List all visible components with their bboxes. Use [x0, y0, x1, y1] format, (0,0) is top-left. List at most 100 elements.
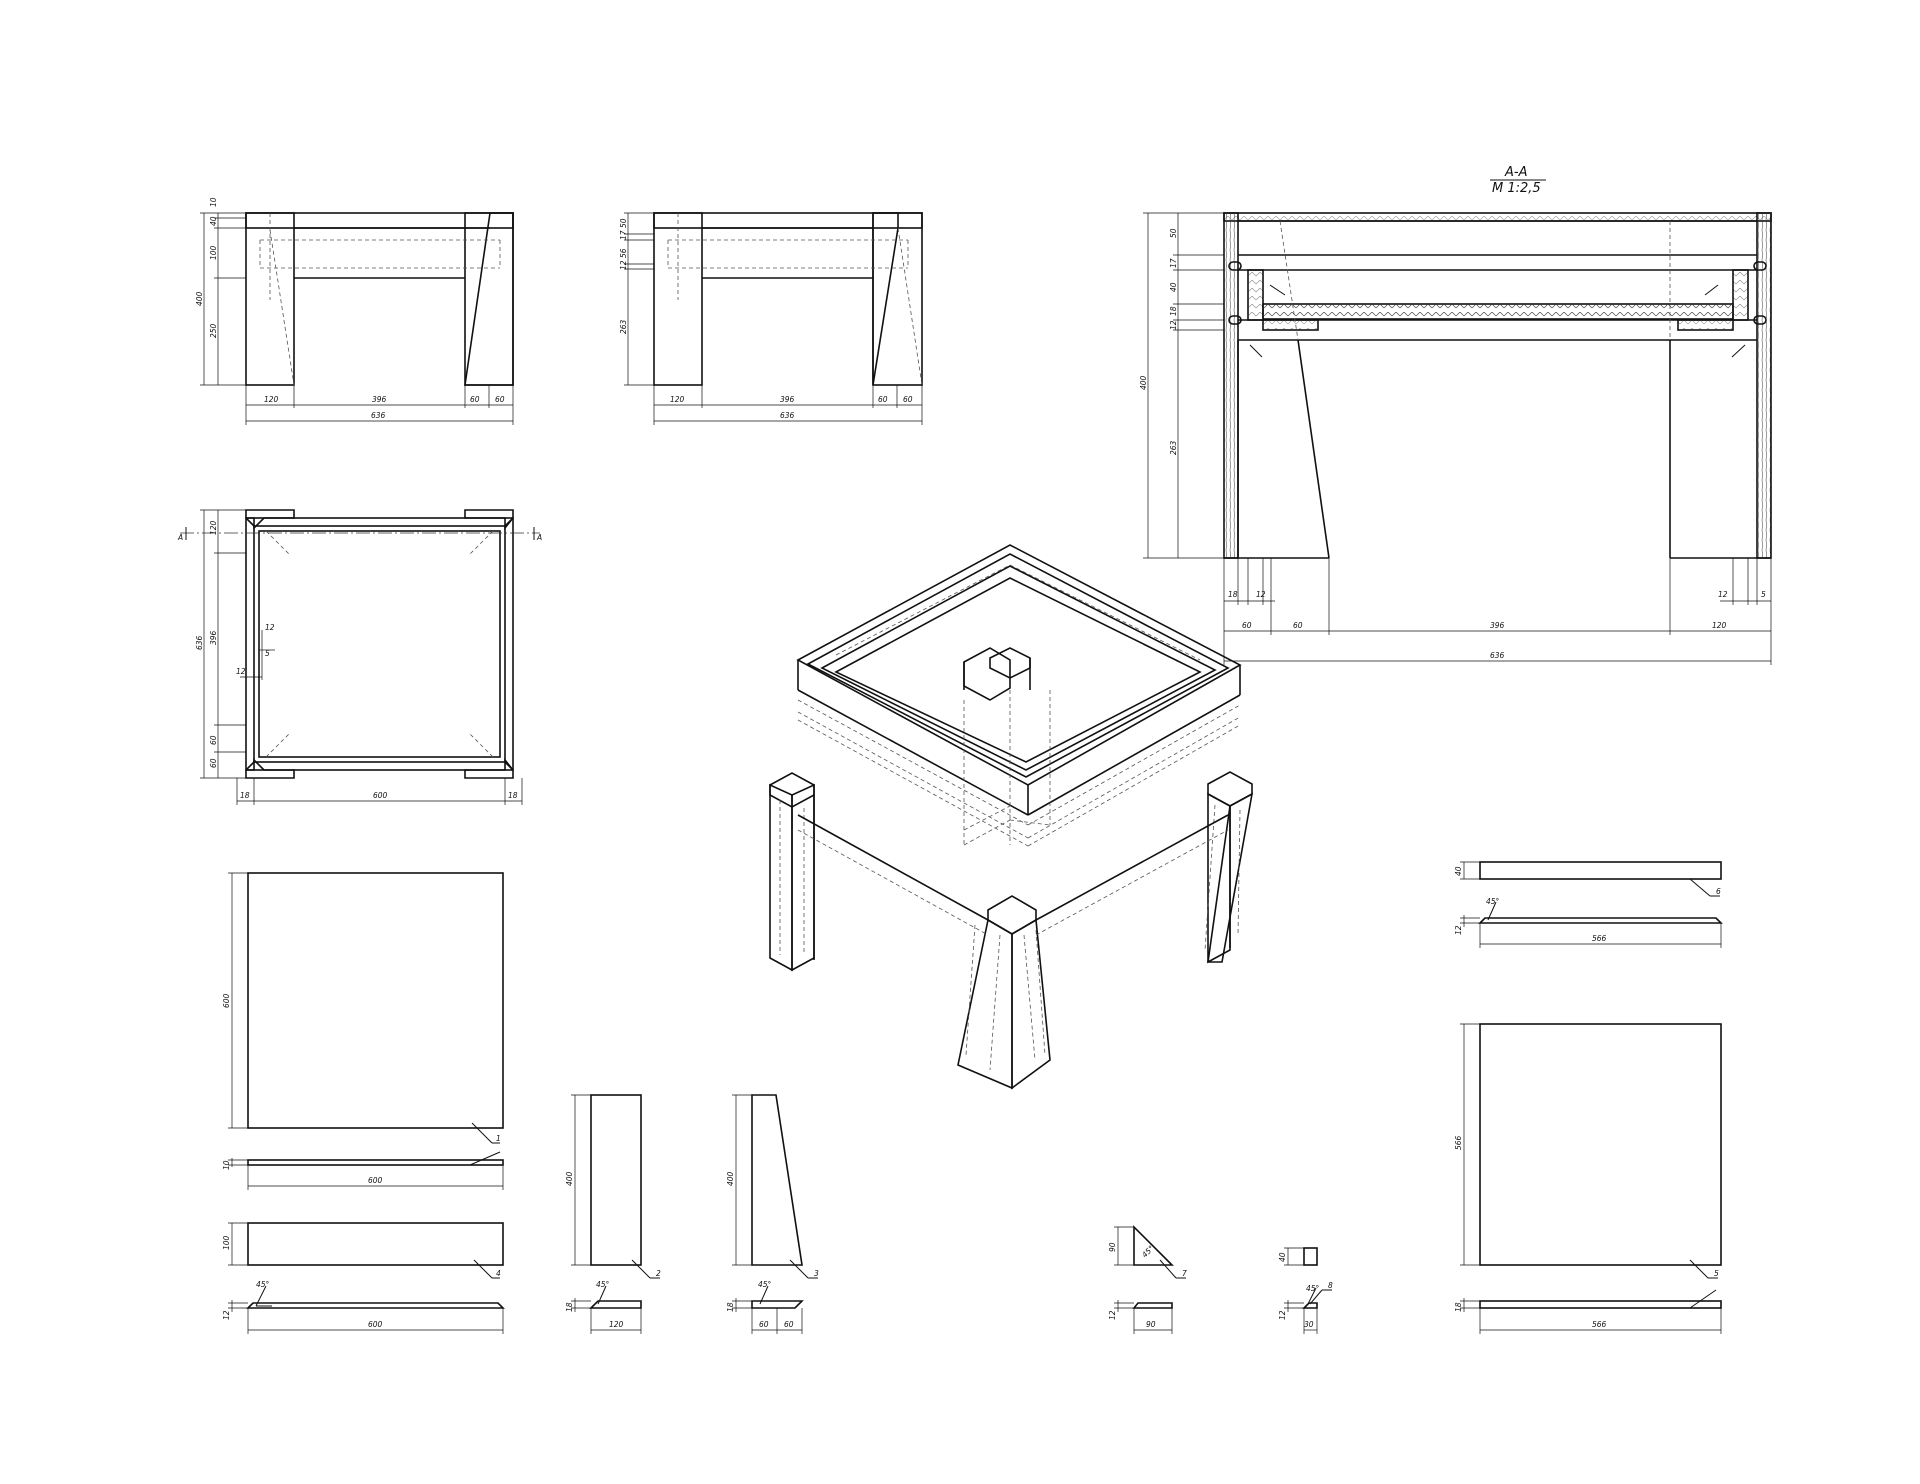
- dim-front2-v2: 17: [619, 230, 628, 240]
- dim-section-s4: 5: [1761, 590, 1766, 599]
- dim-section-v1: 50: [1169, 228, 1178, 238]
- part-4-height: 100: [222, 1235, 231, 1250]
- dim-section-h2: 60: [1293, 621, 1303, 630]
- part-7-thickness: 12: [1108, 1310, 1117, 1320]
- part-4-length: 600: [368, 1320, 383, 1329]
- part-2-callout: 2: [656, 1269, 661, 1278]
- dim-section-v6: 400: [1139, 375, 1148, 390]
- part-1-thickness: 10: [222, 1160, 231, 1170]
- dim-front2-h5: 636: [780, 411, 795, 420]
- part-4-callout: 4: [496, 1269, 501, 1278]
- part-5-height: 566: [1454, 1135, 1463, 1150]
- part-5-length: 566: [1592, 1320, 1607, 1329]
- part-7-height: 90: [1108, 1242, 1117, 1252]
- dim-front1-v4: 400: [195, 291, 204, 306]
- part-8-callout: 8: [1328, 1281, 1333, 1290]
- section-title: А-А: [1504, 165, 1527, 180]
- part-2-thickness: 18: [565, 1302, 574, 1312]
- part-7-corner-block: 7 45° 90 12 90: [1108, 1225, 1187, 1334]
- dim-top-i3: 12: [236, 667, 246, 676]
- dim-section-s3: 12: [1718, 590, 1728, 599]
- dim-section-v4: 18: [1169, 306, 1178, 316]
- dim-section-h5: 636: [1490, 651, 1505, 660]
- part-3-leg-tapered: 3 400 45° 18 60 60: [726, 1094, 819, 1334]
- part-5-thickness: 18: [1454, 1302, 1463, 1312]
- dim-front2-v5: 263: [619, 319, 628, 334]
- section-scale: М 1:2,5: [1492, 181, 1541, 196]
- dim-top-v5: 60: [209, 758, 218, 768]
- dim-top-v1: 120: [209, 520, 218, 535]
- part-4-thickness: 12: [222, 1310, 231, 1320]
- section-view-a-a: А-А М 1:2,5: [1139, 165, 1772, 665]
- part-6-rail: 6 40 45° 12 566: [1454, 861, 1723, 948]
- dim-front2-v4: 12: [619, 260, 628, 270]
- dim-section-s2: 12: [1256, 590, 1266, 599]
- part-5-callout: 5: [1714, 1269, 1719, 1278]
- part-1-callout: 1: [496, 1134, 501, 1143]
- part-3-callout: 3: [814, 1269, 819, 1278]
- dim-top-v3: 396: [209, 630, 218, 645]
- part-8-length: 30: [1304, 1320, 1314, 1329]
- part-1-length: 600: [368, 1176, 383, 1185]
- dim-top-v4: 60: [209, 735, 218, 745]
- part-1-height: 600: [222, 993, 231, 1008]
- dim-section-s1: 18: [1228, 590, 1238, 599]
- dim-front2-h4: 60: [903, 395, 913, 404]
- dim-top-h3: 18: [508, 791, 518, 800]
- section-marker-left: А: [177, 533, 183, 542]
- dim-front1-v1: 10: [209, 197, 218, 207]
- dim-front1-h4: 60: [495, 395, 505, 404]
- part-4-angle: 45°: [256, 1280, 270, 1289]
- part-2-height: 400: [565, 1171, 574, 1186]
- dim-front1-h1: 120: [264, 395, 279, 404]
- part-8-height: 40: [1278, 1252, 1287, 1262]
- part-6-callout: 6: [1716, 887, 1721, 896]
- dim-top-h2: 600: [373, 791, 388, 800]
- dim-top-i1: 12: [265, 623, 275, 632]
- dim-front1-h3: 60: [470, 395, 480, 404]
- part-7-length: 90: [1146, 1320, 1156, 1329]
- part-3-thickness: 18: [726, 1302, 735, 1312]
- part-6-angle: 45°: [1486, 897, 1500, 906]
- isometric-view: [769, 544, 1254, 1090]
- dim-front1-v5: 250: [209, 323, 218, 338]
- dim-section-h4: 120: [1712, 621, 1727, 630]
- dim-front1-h5: 636: [371, 411, 386, 420]
- front-view-2: 50 17 56 12 263 120 396 60 60 636: [619, 212, 923, 425]
- part-8-small-block: 8 40 45° 12 30: [1278, 1247, 1333, 1334]
- part-1-glass-panel: 1 600 10 600: [222, 872, 504, 1190]
- part-2-angle: 45°: [596, 1280, 610, 1289]
- dim-top-h1: 18: [240, 791, 250, 800]
- part-2-length: 120: [609, 1320, 624, 1329]
- top-view: А А 120 636 396 60 60 12 5 12 18 600 18: [177, 509, 542, 805]
- dim-section-h3: 396: [1490, 621, 1505, 630]
- dim-section-v3: 40: [1169, 282, 1178, 292]
- part-5-bottom-panel: 5 566 18 566: [1454, 1023, 1722, 1334]
- part-6-thickness: 12: [1454, 925, 1463, 935]
- dim-front2-h3: 60: [878, 395, 888, 404]
- part-8-thickness: 12: [1278, 1310, 1287, 1320]
- dim-front1-v2: 40: [209, 216, 218, 226]
- section-marker-right: А: [536, 533, 542, 542]
- part-7-callout: 7: [1182, 1269, 1187, 1278]
- dim-section-v5: 12: [1169, 320, 1178, 330]
- dim-section-v7: 263: [1169, 440, 1178, 455]
- part-3-angle: 45°: [758, 1280, 772, 1289]
- dim-section-v2: 17: [1169, 258, 1178, 268]
- part-8-angle: 45°: [1306, 1284, 1320, 1293]
- dim-front1-v3: 100: [209, 245, 218, 260]
- part-2-leg-straight: 2 400 45° 18 120: [565, 1094, 661, 1334]
- part-3-length-b: 60: [784, 1320, 794, 1329]
- dim-top-v2: 636: [195, 635, 204, 650]
- front-view-1: 10 40 100 400 250 120 396 60 60 636: [195, 197, 514, 425]
- dim-front2-h2: 396: [780, 395, 795, 404]
- part-3-length-a: 60: [759, 1320, 769, 1329]
- part-4-side-board: 4 100 45° 12 600: [222, 1222, 505, 1334]
- dim-section-h1: 60: [1242, 621, 1252, 630]
- dim-top-i2: 5: [265, 649, 270, 658]
- part-6-length: 566: [1592, 934, 1607, 943]
- part-6-height: 40: [1454, 866, 1463, 876]
- dim-front2-v3: 56: [619, 248, 628, 258]
- dim-front2-v1: 50: [619, 218, 628, 228]
